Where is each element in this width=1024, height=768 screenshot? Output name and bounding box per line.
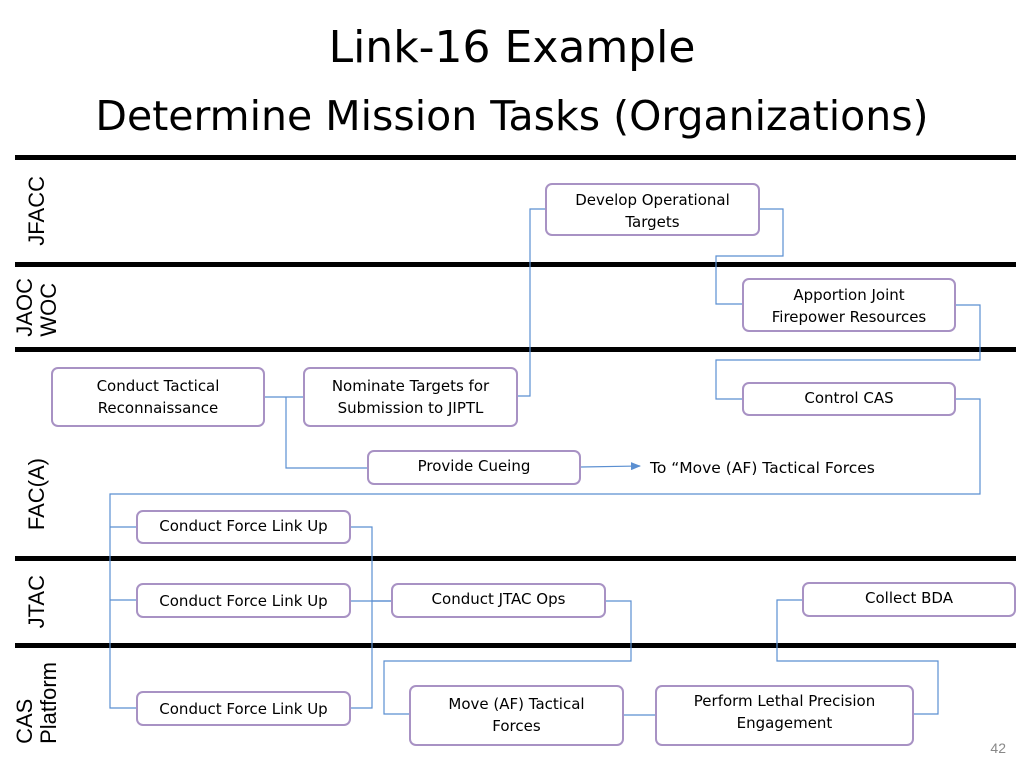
slide-subtitle: Determine Mission Tasks (Organizations): [95, 92, 929, 140]
task-nominate-targets[interactable]: Nominate Targets for Submission to JIPTL: [303, 367, 518, 427]
task-provide-cueing[interactable]: Provide Cueing: [367, 450, 581, 485]
task-move-af-tactical-forces[interactable]: Move (AF) Tactical Forces: [409, 685, 624, 746]
connector-ops-to-move: [383, 600, 632, 715]
connector-cas-linkup-to-merge: [350, 601, 373, 709]
task-conduct-force-link-up-cas[interactable]: Conduct Force Link Up: [136, 691, 351, 726]
task-control-cas[interactable]: Control CAS: [742, 382, 956, 416]
lane-divider-faca-jtac: [15, 556, 1016, 561]
lane-divider-top: [15, 155, 1016, 160]
task-conduct-jtac-ops[interactable]: Conduct JTAC Ops: [391, 583, 606, 618]
connector-control-to-linkups: [109, 398, 981, 709]
cueing-target-note: To “Move (AF) Tactical Forces: [650, 459, 875, 477]
arrow-cueing-to-note: [580, 462, 641, 471]
lane-divider-jfacc-jaoc: [15, 262, 1016, 267]
connector-apportion-to-control: [715, 304, 981, 400]
connector-develop-to-apportion: [715, 208, 784, 305]
page-number: 42: [990, 740, 1006, 756]
task-collect-bda[interactable]: Collect BDA: [802, 582, 1016, 617]
connector-engage-to-bda: [776, 599, 939, 715]
lane-divider-jtac-cas: [15, 643, 1016, 648]
task-conduct-tactical-reconnaissance[interactable]: Conduct Tactical Reconnaissance: [51, 367, 265, 427]
task-develop-operational-targets[interactable]: Develop Operational Targets: [545, 183, 760, 236]
task-apportion-joint-firepower[interactable]: Apportion Joint Firepower Resources: [742, 278, 956, 332]
slide-title: Link-16 Example: [328, 22, 696, 73]
task-conduct-force-link-up-jtac[interactable]: Conduct Force Link Up: [136, 583, 351, 618]
connector-recon-to-cueing: [285, 397, 368, 469]
lane-divider-jaoc-faca: [15, 347, 1016, 352]
task-perform-lethal-precision-engagement[interactable]: Perform Lethal Precision Engagement: [655, 685, 914, 746]
task-conduct-force-link-up-faca[interactable]: Conduct Force Link Up: [136, 510, 351, 544]
connector-nominate-to-develop: [517, 208, 546, 397]
connector-linkup-merge: [350, 526, 392, 602]
